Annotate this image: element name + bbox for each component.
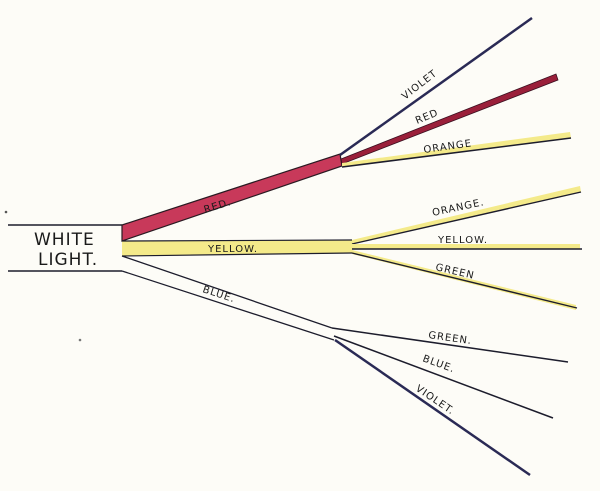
blue-branches: GREEN. BLUE. VIOLET. [331, 327, 569, 477]
yellow-beam-bottom-edge [121, 252, 353, 257]
yellow-branch-yellow-label: YELLOW. [437, 235, 488, 246]
yellow-beam: YELLOW. [121, 239, 353, 257]
red-branch-red-band [340, 73, 559, 165]
yellow-beam-top-edge [121, 239, 353, 242]
yellow-beam-label: YELLOW. [207, 244, 258, 255]
red-branch-violet-line [339, 16, 533, 157]
yellow-branch-orange-line [351, 191, 582, 245]
blue-branch-violet-line [334, 338, 531, 477]
light-label: LIGHT. [38, 250, 98, 270]
paper-speck [78, 338, 82, 342]
blue-beam-bottom-edge [121, 270, 335, 341]
yellow-branch-orange-band [352, 186, 581, 244]
blue-branch-green-line [331, 327, 569, 363]
red-beam-band [121, 153, 343, 242]
red-branches: VIOLET RED ORANGE [339, 16, 572, 168]
blue-beam: BLUE. [121, 255, 335, 341]
blue-beam-top-edge [121, 255, 333, 329]
yellow-branch-yellow-band [352, 244, 580, 249]
red-beam: RED. [121, 153, 343, 242]
white-label: WHITE [34, 230, 95, 250]
white-light-source: WHITE LIGHT. [8, 224, 122, 272]
blue-branch-violet-label: VIOLET. [413, 383, 456, 417]
red-branch-orange-line [341, 137, 572, 168]
yellow-branch-green-line [351, 252, 578, 309]
yellow-beam-band [122, 240, 352, 256]
blue-branch-blue-line [333, 335, 554, 419]
red-branch-orange-band [342, 132, 571, 167]
yellow-branches: ORANGE. YELLOW. GREEN [351, 186, 582, 310]
paper-speck [4, 210, 8, 214]
blue-branch-blue-label: BLUE. [421, 353, 456, 375]
